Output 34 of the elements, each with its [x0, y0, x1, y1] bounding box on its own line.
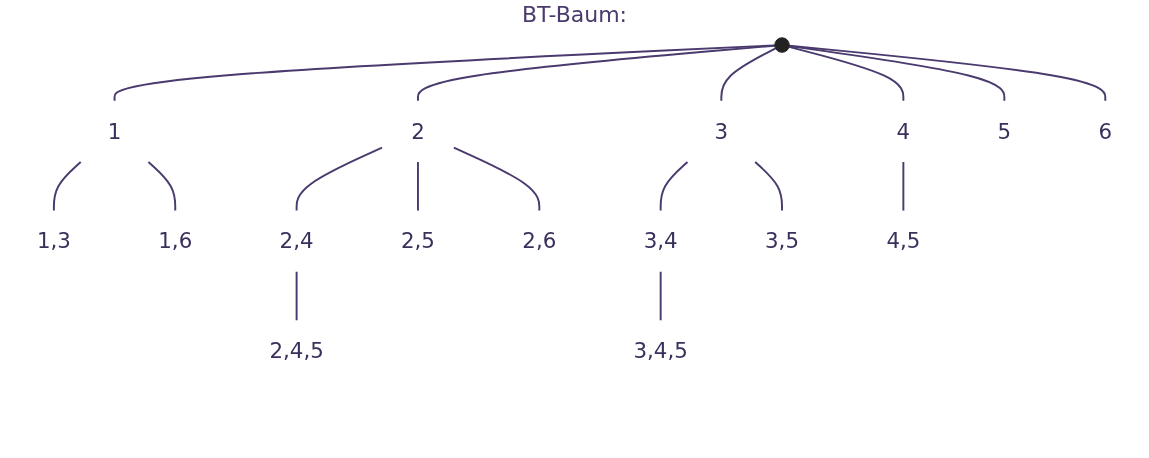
connector [113, 44, 776, 102]
connector [147, 161, 177, 212]
node-text: 2,6 [522, 229, 557, 254]
node-text: 4,5 [886, 229, 921, 254]
connector [452, 146, 541, 212]
connector [788, 45, 1006, 102]
node-text: 4 [896, 119, 911, 144]
connector [659, 270, 662, 322]
node-text: 3 [714, 119, 729, 144]
node-text: 1,6 [158, 229, 193, 254]
node-text: 1,3 [36, 229, 71, 254]
diagram-title: BT-Baum: [522, 1, 627, 29]
connector [720, 47, 777, 102]
node-text: 2,5 [400, 229, 435, 254]
node-circle [774, 37, 790, 53]
connector [295, 146, 383, 212]
node-text: 2 [411, 119, 425, 144]
node-text: 6 [1098, 119, 1113, 144]
connector [417, 44, 776, 102]
node-text: 3,4 [643, 229, 678, 254]
connector [659, 161, 689, 212]
node-text: 3,5 [765, 229, 799, 254]
node-text: 1 [107, 119, 122, 144]
node-text: 3,4,5 [633, 338, 688, 363]
connector [902, 161, 905, 212]
connector [417, 161, 419, 212]
node-text: 5 [997, 119, 1012, 144]
connector [788, 44, 1107, 102]
node-text: 2,4,5 [269, 338, 324, 363]
connector [754, 161, 783, 212]
connector [295, 270, 298, 322]
connector [52, 161, 82, 212]
connector [788, 45, 905, 102]
node-text: 2,4 [279, 229, 314, 254]
